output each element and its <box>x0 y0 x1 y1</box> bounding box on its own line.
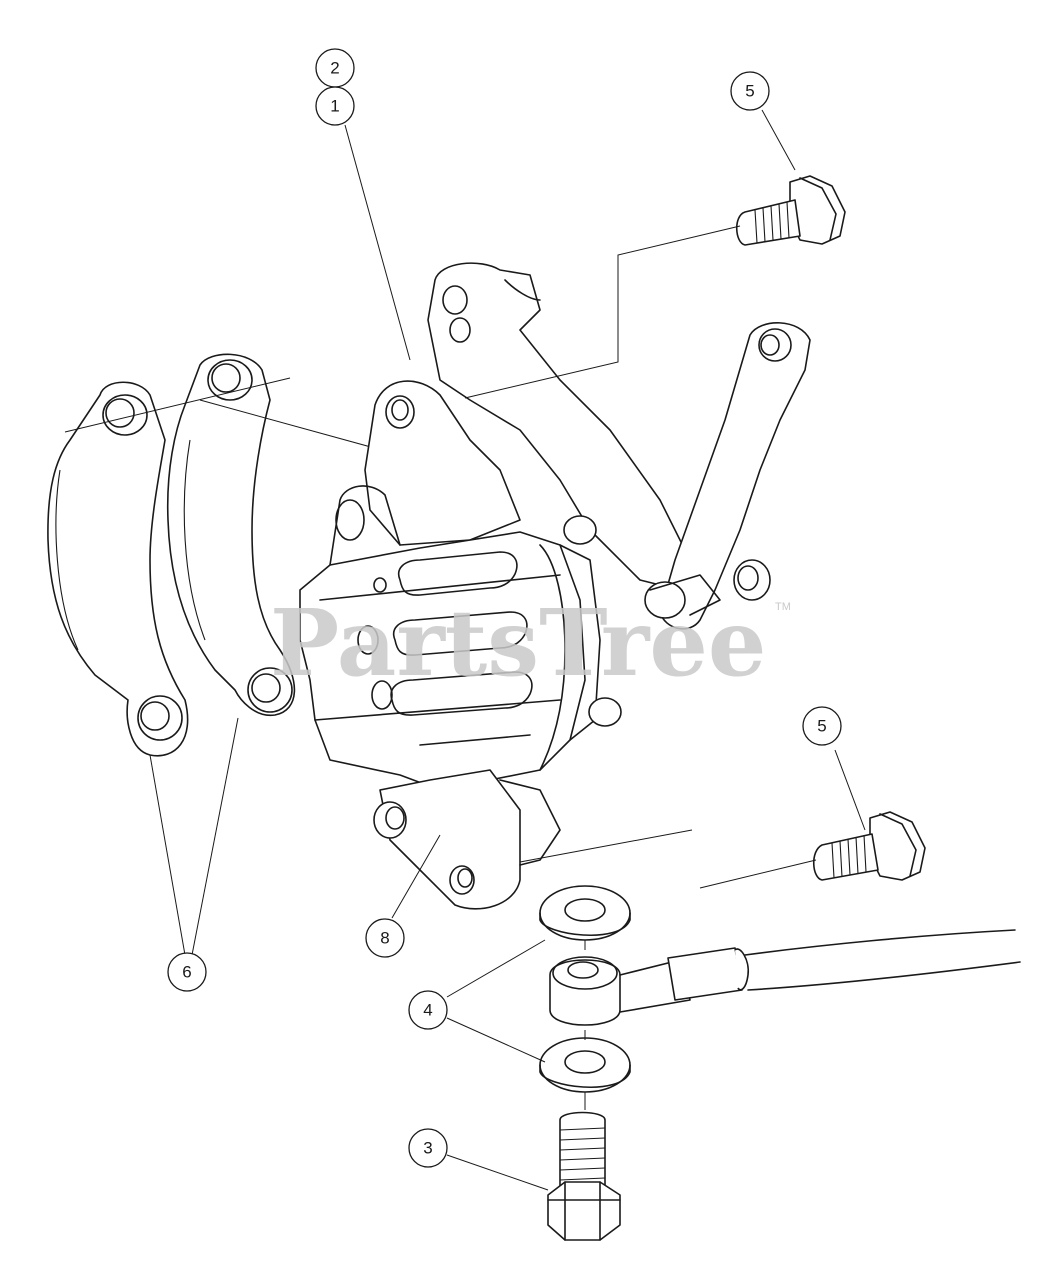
callout-4: 4 <box>408 990 448 1030</box>
callout-8: 8 <box>365 918 405 958</box>
watermark-text: PartsTree <box>270 589 766 697</box>
bolt-upper <box>735 175 846 246</box>
callout-5-lower: 5 <box>802 706 842 746</box>
svg-text:2: 2 <box>330 59 339 78</box>
callout-6: 6 <box>167 952 207 992</box>
bolt-lower <box>812 811 926 881</box>
brake-pad-inner <box>166 353 296 716</box>
svg-text:6: 6 <box>182 963 191 982</box>
watermark-trademark: TM <box>775 601 791 613</box>
svg-text:8: 8 <box>380 929 389 948</box>
callout-3: 3 <box>408 1128 448 1168</box>
caliper-body <box>299 262 691 910</box>
svg-text:5: 5 <box>817 717 826 736</box>
callout-1: 1 <box>315 86 355 126</box>
brake-pad-outer <box>47 381 189 757</box>
svg-text:3: 3 <box>423 1139 432 1158</box>
banjo-fitting <box>549 929 1021 1026</box>
actuating-lever <box>644 322 811 630</box>
svg-text:4: 4 <box>423 1001 432 1020</box>
svg-text:1: 1 <box>330 97 339 116</box>
svg-text:5: 5 <box>745 82 754 101</box>
callout-2: 2 <box>315 48 355 88</box>
washer-lower <box>539 1037 631 1093</box>
callout-5-upper: 5 <box>730 71 770 111</box>
washer-upper <box>539 885 631 941</box>
banjo-bolt <box>547 1111 621 1241</box>
